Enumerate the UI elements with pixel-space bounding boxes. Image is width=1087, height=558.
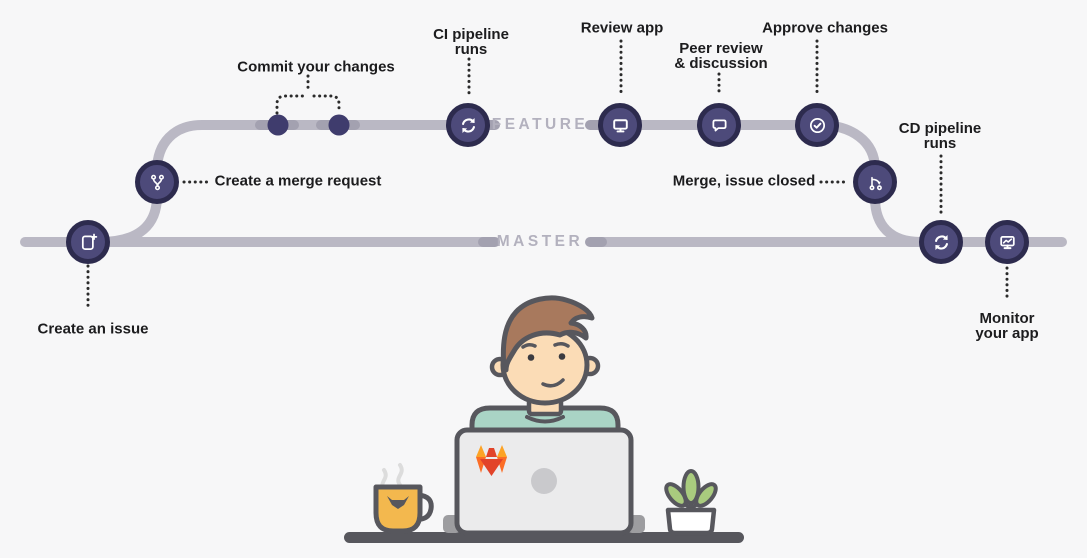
node-create-issue [66, 220, 110, 264]
sync-icon [461, 117, 475, 133]
comment-icon [712, 119, 726, 131]
smile [541, 378, 565, 388]
commit-dot [328, 114, 350, 136]
node-create-merge-request [135, 160, 179, 204]
shirt [469, 405, 621, 450]
ear [489, 356, 511, 378]
monitor-chart-icon [999, 235, 1015, 249]
feature-branch-label: FEATURE [491, 116, 589, 133]
laptop-foot [627, 515, 645, 533]
issue-icon [81, 233, 97, 250]
label-monitor-app: Monitor your app [975, 310, 1039, 342]
eyebrow [553, 341, 570, 348]
leaf [694, 482, 718, 508]
laptop-foot [443, 515, 461, 533]
label-create-issue: Create an issue [37, 320, 149, 338]
plant [664, 469, 718, 536]
fox-logo-icon [387, 496, 409, 509]
label-ci-pipeline: CI pipeline runs [433, 26, 509, 58]
leaf [664, 482, 688, 508]
coffee-mug [373, 484, 434, 534]
label-approve-changes: Approve changes [762, 19, 888, 37]
connector-commit-bracket [275, 94, 305, 115]
node-peer-review [697, 103, 741, 147]
collar [525, 415, 565, 424]
node-cd-pipeline [919, 220, 963, 264]
commit-dot [267, 114, 289, 136]
desk [344, 532, 744, 543]
laptop-dot [531, 468, 557, 494]
pot [665, 507, 717, 536]
node-approve-changes [795, 103, 839, 147]
hair [500, 295, 595, 373]
developer [469, 295, 621, 450]
laptop-lid [454, 427, 634, 536]
check-circle-icon [809, 117, 825, 133]
connector-commit-bracket [312, 94, 341, 115]
eyebrow [521, 342, 537, 349]
branch-icon [150, 174, 164, 190]
developer-illustration [344, 295, 744, 543]
eye [527, 354, 535, 361]
neck [526, 384, 564, 417]
node-monitor-app [985, 220, 1029, 264]
label-peer-review: Peer review & discussion [674, 40, 768, 72]
merge-icon [869, 176, 882, 190]
steam-icon [380, 463, 404, 492]
monitor-icon [612, 118, 628, 132]
label-merge-issue-closed: Merge, issue closed [672, 172, 816, 190]
node-ci-pipeline [446, 103, 490, 147]
label-review-app: Review app [580, 19, 664, 37]
label-cd-pipeline: CD pipeline runs [898, 120, 982, 152]
ear [579, 355, 601, 377]
master-branch-label: MASTER [496, 233, 584, 250]
sync-icon [934, 234, 948, 250]
label-create-merge-request: Create a merge request [214, 172, 382, 190]
label-commit-changes: Commit your changes [237, 58, 395, 76]
gitlab-logo-icon [476, 445, 507, 476]
face [500, 324, 590, 406]
laptop [443, 427, 645, 536]
leaf [681, 469, 701, 505]
eye [558, 353, 566, 360]
stems [676, 488, 706, 515]
node-merge-issue-closed [853, 160, 897, 204]
node-review-app [598, 103, 642, 147]
